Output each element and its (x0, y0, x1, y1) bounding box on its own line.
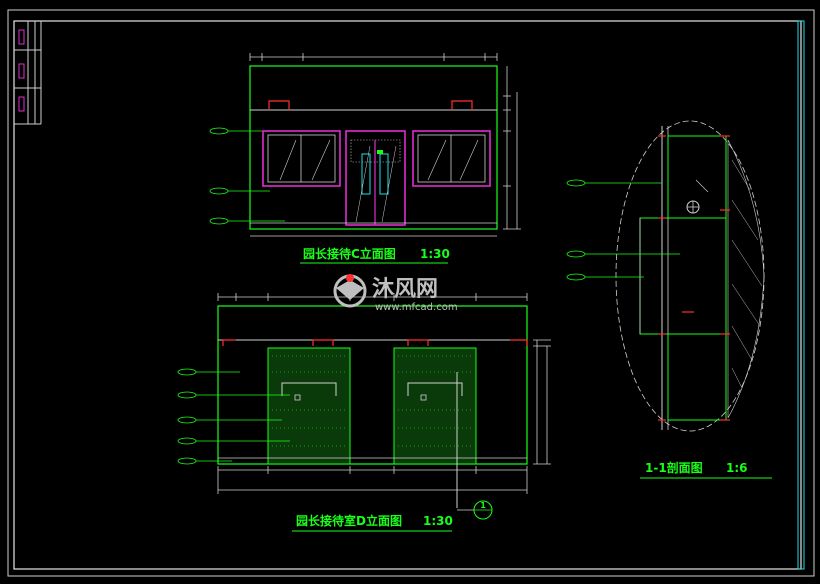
watermark-brand: 沐风网 (372, 277, 438, 302)
elevation-d-drawing (177, 293, 551, 508)
elevation-d-scale: 1:30 (423, 514, 453, 528)
elevation-d-title: 园长接待室D立面图 (296, 513, 402, 528)
elevation-c-title: 园长接待C立面图 (303, 246, 396, 261)
sheet-frame (7, 9, 815, 577)
section-marker: 1 (457, 500, 493, 520)
elevation-c-drawing (209, 53, 521, 237)
watermark-url: www.mfcad.com (375, 302, 458, 313)
section-1-1-drawing (566, 120, 765, 432)
section-title: 1-1剖面图 (645, 460, 703, 475)
section-scale: 1:6 (726, 461, 748, 475)
watermark-logo (333, 274, 367, 308)
section-marker-number: 1 (480, 501, 486, 510)
watermark: 沐风网 www.mfcad.com (333, 274, 458, 313)
elevation-c-scale: 1:30 (420, 247, 450, 261)
